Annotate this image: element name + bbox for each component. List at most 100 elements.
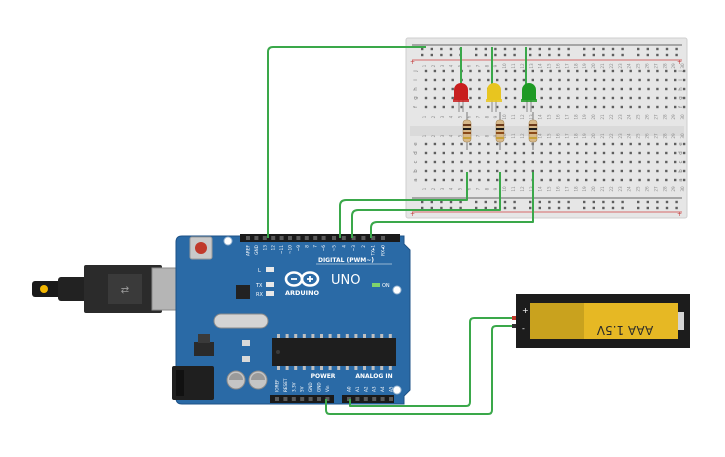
breadboard-hole[interactable]: [674, 178, 677, 182]
power-pin[interactable]: [317, 397, 321, 401]
breadboard-hole[interactable]: [638, 151, 641, 155]
breadboard-hole[interactable]: [451, 169, 454, 173]
wire-red-to-pin-6[interactable]: [339, 172, 468, 238]
breadboard-hole[interactable]: [647, 142, 650, 146]
breadboard-hole[interactable]: [433, 160, 437, 164]
rail-hole[interactable]: [503, 200, 507, 204]
breadboard-hole[interactable]: [478, 105, 481, 109]
breadboard-hole[interactable]: [540, 160, 543, 164]
breadboard-hole[interactable]: [478, 142, 481, 146]
breadboard-hole[interactable]: [442, 87, 445, 91]
breadboard-hole[interactable]: [504, 142, 508, 146]
rail-hole[interactable]: [459, 200, 462, 204]
breadboard-hole[interactable]: [504, 160, 508, 164]
rail-hole[interactable]: [621, 200, 624, 204]
power-pin[interactable]: [300, 397, 305, 401]
header-pin[interactable]: [341, 236, 346, 240]
rail-hole[interactable]: [637, 47, 640, 51]
power-pin[interactable]: [283, 397, 288, 401]
breadboard-hole[interactable]: [674, 96, 677, 100]
breadboard-hole[interactable]: [682, 151, 686, 155]
rail-hole[interactable]: [513, 53, 516, 57]
breadboard-hole[interactable]: [558, 105, 561, 109]
breadboard-hole[interactable]: [522, 151, 526, 155]
breadboard-hole[interactable]: [433, 151, 437, 155]
rail-hole[interactable]: [675, 53, 678, 57]
rail-hole[interactable]: [583, 53, 586, 57]
rail-hole[interactable]: [548, 53, 551, 57]
breadboard-hole[interactable]: [540, 78, 543, 82]
breadboard-hole[interactable]: [469, 96, 472, 100]
breadboard-hole[interactable]: [602, 78, 606, 82]
breadboard-hole[interactable]: [674, 87, 677, 91]
breadboard-hole[interactable]: [513, 169, 517, 173]
breadboard-hole[interactable]: [620, 178, 623, 182]
breadboard-hole[interactable]: [424, 87, 428, 91]
breadboard-hole[interactable]: [647, 105, 650, 109]
breadboard-hole[interactable]: [540, 96, 543, 100]
breadboard-hole[interactable]: [567, 160, 570, 164]
header-pin[interactable]: [246, 236, 250, 240]
rail-hole[interactable]: [513, 47, 516, 51]
rail-hole[interactable]: [621, 47, 624, 51]
breadboard-hole[interactable]: [504, 178, 508, 182]
breadboard-hole[interactable]: [513, 142, 517, 146]
breadboard-hole[interactable]: [460, 105, 463, 109]
breadboard-hole[interactable]: [629, 105, 632, 109]
breadboard-hole[interactable]: [513, 105, 517, 109]
rail-hole[interactable]: [440, 206, 443, 210]
breadboard-hole[interactable]: [585, 142, 588, 146]
breadboard-hole[interactable]: [433, 169, 437, 173]
breadboard-hole[interactable]: [629, 87, 632, 91]
breadboard-hole[interactable]: [442, 169, 445, 173]
header-pin[interactable]: [271, 236, 276, 240]
breadboard-hole[interactable]: [558, 78, 561, 82]
breadboard-hole[interactable]: [656, 142, 659, 146]
rail-hole[interactable]: [449, 206, 453, 210]
breadboard-hole[interactable]: [585, 151, 588, 155]
rail-hole[interactable]: [583, 206, 586, 210]
breadboard-hole[interactable]: [513, 78, 517, 82]
breadboard-hole[interactable]: [593, 178, 597, 182]
breadboard-hole[interactable]: [682, 178, 686, 182]
analog-pin[interactable]: [355, 397, 360, 401]
breadboard-hole[interactable]: [460, 160, 463, 164]
breadboard-hole[interactable]: [504, 151, 508, 155]
breadboard-hole[interactable]: [433, 87, 437, 91]
battery-minus-terminal[interactable]: [512, 324, 516, 328]
rail-hole[interactable]: [449, 47, 453, 51]
resistor-1[interactable]: [462, 112, 472, 150]
breadboard-hole[interactable]: [585, 87, 588, 91]
breadboard-hole[interactable]: [522, 69, 526, 73]
breadboard-hole[interactable]: [487, 142, 490, 146]
rail-hole[interactable]: [665, 206, 669, 210]
rail-hole[interactable]: [548, 47, 551, 51]
breadboard-hole[interactable]: [549, 142, 552, 146]
led-green[interactable]: [521, 83, 537, 112]
header-pin[interactable]: [288, 236, 292, 240]
breadboard-hole[interactable]: [682, 160, 686, 164]
rail-hole[interactable]: [592, 47, 595, 51]
breadboard-hole[interactable]: [442, 69, 445, 73]
breadboard-hole[interactable]: [593, 69, 597, 73]
breadboard-hole[interactable]: [531, 78, 534, 82]
breadboard-hole[interactable]: [522, 142, 526, 146]
header-pin[interactable]: [296, 236, 301, 240]
breadboard-hole[interactable]: [602, 69, 606, 73]
rail-hole[interactable]: [557, 53, 561, 57]
rail-hole[interactable]: [494, 206, 497, 210]
rail-hole[interactable]: [656, 53, 659, 57]
breadboard-hole[interactable]: [487, 78, 490, 82]
breadboard-hole[interactable]: [656, 105, 659, 109]
rail-hole[interactable]: [592, 53, 595, 57]
breadboard-hole[interactable]: [478, 69, 481, 73]
breadboard-hole[interactable]: [629, 169, 632, 173]
breadboard-hole[interactable]: [638, 96, 641, 100]
breadboard-hole[interactable]: [611, 105, 615, 109]
breadboard-hole[interactable]: [576, 87, 579, 91]
rail-hole[interactable]: [440, 47, 443, 51]
rail-hole[interactable]: [611, 47, 615, 51]
rail-hole[interactable]: [567, 206, 570, 210]
rail-hole[interactable]: [621, 206, 624, 210]
breadboard-hole[interactable]: [424, 78, 428, 82]
